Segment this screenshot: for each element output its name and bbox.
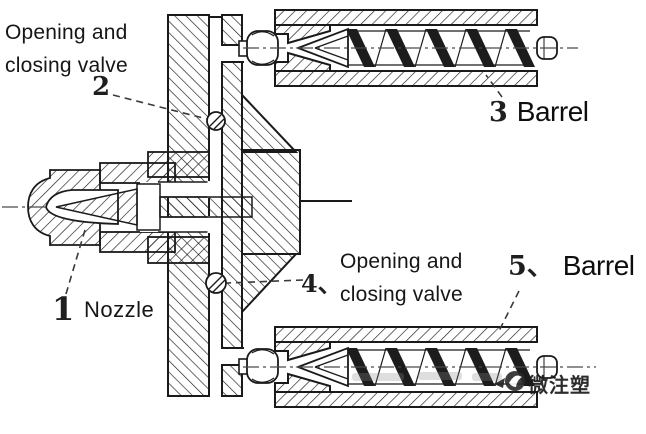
label-valve-top: Opening and closing valve bbox=[5, 16, 128, 82]
label-number-2: 2 bbox=[92, 72, 111, 102]
label-valve-bottom-line2: closing valve bbox=[340, 283, 463, 306]
label-valve-bottom-line1: Opening and bbox=[340, 250, 463, 273]
label-number-5: 5、 bbox=[508, 251, 554, 282]
label-nozzle-name: Nozzle bbox=[84, 297, 155, 322]
center-lines bbox=[2, 47, 596, 368]
label-barrel-top-name: Barrel bbox=[516, 96, 589, 127]
label-number-4: 4、 bbox=[301, 269, 342, 298]
nozzle-assembly bbox=[27, 151, 253, 264]
manifold-block bbox=[167, 14, 301, 397]
label-valve-top-line1: Opening and bbox=[5, 21, 128, 44]
label-barrel-top: 3 Barrel bbox=[489, 96, 589, 128]
leader-lines bbox=[65, 74, 520, 332]
label-valve-bottom: Opening and closing valve bbox=[340, 245, 463, 311]
label-number-1: 1 bbox=[52, 290, 75, 328]
watermark-text: 微注塑 bbox=[528, 375, 591, 397]
watermark-logo-icon bbox=[494, 371, 525, 391]
label-number-3: 3 bbox=[489, 97, 508, 128]
valve-2 bbox=[206, 111, 226, 131]
valve-4 bbox=[205, 272, 227, 294]
watermark: 微注塑 bbox=[528, 369, 591, 398]
label-barrel-bottom: 5、 Barrel bbox=[508, 244, 635, 283]
label-valve-top-line2: closing valve bbox=[5, 54, 128, 77]
label-barrel-bottom-name: Barrel bbox=[562, 250, 635, 281]
